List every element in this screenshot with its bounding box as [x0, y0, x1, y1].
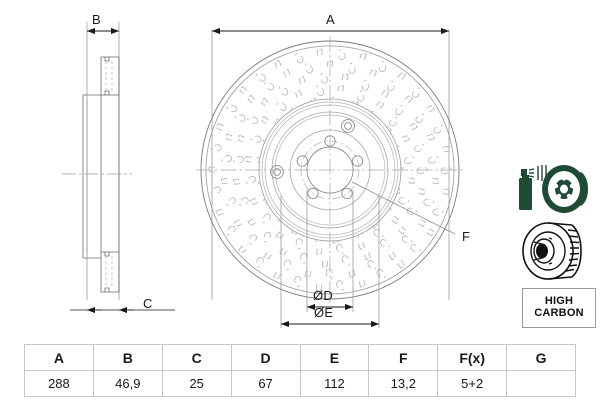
specification-table: A B C D E F F(x) G 288 46,9 25 67 112 13… [24, 344, 576, 397]
table-value-row: 288 46,9 25 67 112 13,2 5+2 [24, 370, 576, 397]
value-e: 112 [299, 370, 370, 397]
dimension-label-b: B [92, 12, 101, 27]
col-header-fx: F(x) [437, 344, 508, 371]
spray-can-coated-disc-icon [512, 160, 594, 223]
col-header-g: G [506, 344, 576, 371]
col-header-a: A [24, 344, 94, 371]
high-carbon-badge: HIGH CARBON [522, 288, 596, 328]
value-fx: 5+2 [437, 370, 508, 397]
dimension-label-diameter-d: ØD [313, 288, 334, 303]
disc-face-view [196, 27, 464, 328]
col-header-b: B [92, 344, 163, 371]
dimension-label-diameter-e: ØE [314, 305, 334, 320]
wheel-bolt-holes [296, 135, 364, 200]
value-f: 13,2 [368, 370, 439, 397]
locating-holes [270, 119, 355, 179]
dimension-label-a: A [326, 12, 335, 27]
high-carbon-line1: HIGH [544, 295, 574, 308]
disc-side-section-view [62, 22, 175, 314]
col-header-d: D [230, 344, 301, 371]
dimension-label-c: C [143, 296, 153, 311]
value-c: 25 [161, 370, 232, 397]
value-a: 288 [24, 370, 94, 397]
table-header-row: A B C D E F F(x) G [24, 344, 576, 371]
value-d: 67 [230, 370, 301, 397]
drilled-hole-pattern [208, 48, 452, 292]
col-header-f: F [368, 344, 439, 371]
high-carbon-line2: CARBON [534, 307, 584, 319]
col-header-e: E [299, 344, 370, 371]
value-b: 46,9 [92, 370, 163, 397]
col-header-c: C [161, 344, 232, 371]
vented-brake-disc-icon [516, 220, 592, 287]
feature-icon-panel: HIGH CARBON [510, 160, 596, 330]
value-g [506, 370, 576, 397]
dimension-label-f: F [462, 229, 471, 244]
